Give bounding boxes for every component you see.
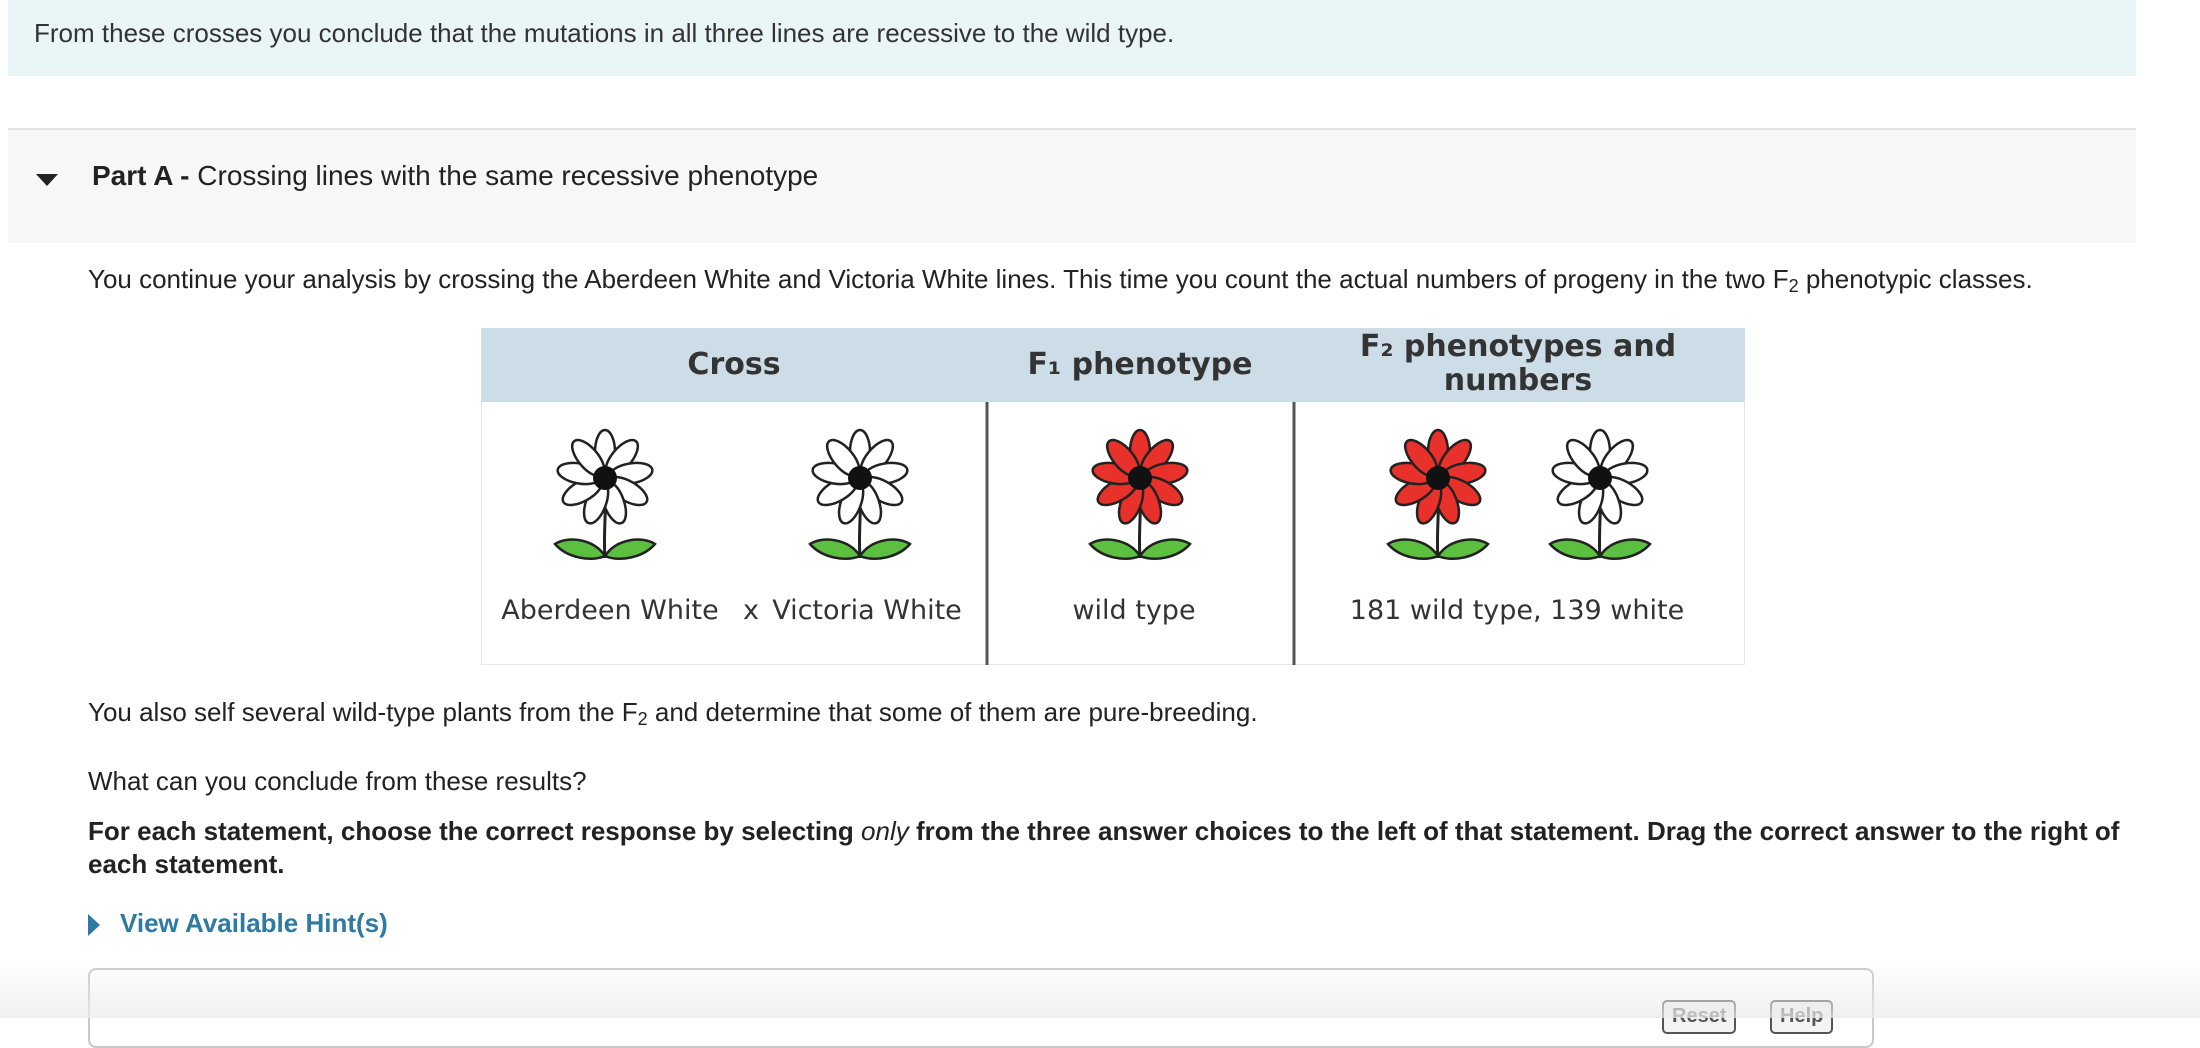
help-button[interactable]: Help bbox=[1770, 1000, 1834, 1034]
label-f1-wild-type: wild type bbox=[1072, 595, 1195, 626]
label-aberdeen-white: Aberdeen White bbox=[501, 595, 718, 626]
part-a-title: Part A - Crossing lines with the same re… bbox=[92, 160, 818, 192]
question-paragraph-3: What can you conclude from these results… bbox=[88, 766, 587, 796]
header-cross: Cross bbox=[687, 347, 780, 382]
instruction-text: For each statement, choose the correct r… bbox=[88, 815, 2138, 881]
part-a-header[interactable]: Part A - Crossing lines with the same re… bbox=[8, 128, 2136, 243]
instruction-part-2: from the three answer choices to the lef… bbox=[88, 816, 2120, 879]
reset-button[interactable]: Reset bbox=[1662, 1000, 1737, 1034]
para1-subscript: 2 bbox=[1788, 276, 1799, 296]
instruction-emphasis: only bbox=[861, 816, 909, 846]
white-flower-icon bbox=[553, 428, 657, 561]
caret-down-icon[interactable] bbox=[36, 174, 58, 186]
part-a-title-text: Crossing lines with the same recessive p… bbox=[197, 160, 819, 191]
red-flower-icon bbox=[1088, 428, 1192, 561]
para1-text: You continue your analysis by crossing t… bbox=[88, 264, 1789, 294]
label-cross-symbol: x bbox=[743, 595, 759, 626]
para1-text-end: phenotypic classes. bbox=[1798, 264, 2033, 294]
instruction-part-1: For each statement, choose the correct r… bbox=[88, 816, 862, 846]
answer-drag-area[interactable]: Reset Help bbox=[88, 968, 1874, 1048]
para2-text-end: and determine that some of them are pure… bbox=[647, 697, 1258, 727]
figure-header-bar bbox=[481, 328, 1745, 402]
header-f2-line2: numbers bbox=[1444, 363, 1592, 398]
white-flower-icon bbox=[808, 428, 912, 561]
question-paragraph-2: You also self several wild-type plants f… bbox=[88, 697, 1258, 730]
header-f2-line1: F₂ phenotypes and bbox=[1360, 329, 1676, 364]
para2-text: You also self several wild-type plants f… bbox=[88, 697, 638, 727]
question-paragraph-1: You continue your analysis by crossing t… bbox=[88, 264, 2033, 297]
white-flower-icon bbox=[1548, 428, 1652, 561]
red-flower-icon bbox=[1386, 428, 1490, 561]
label-f2-counts: 181 wild type, 139 white bbox=[1350, 595, 1684, 626]
view-hints-label[interactable]: View Available Hint(s) bbox=[120, 908, 388, 938]
cross-figure: Cross F₁ phenotype F₂ phenotypes and num… bbox=[481, 328, 1745, 665]
label-victoria-white: Victoria White bbox=[772, 595, 962, 626]
intro-text: From these crosses you conclude that the… bbox=[34, 18, 1175, 48]
para2-subscript: 2 bbox=[637, 709, 648, 729]
caret-right-icon[interactable] bbox=[88, 914, 100, 936]
header-f1-phenotype: F₁ phenotype bbox=[1028, 347, 1253, 382]
intro-banner: From these crosses you conclude that the… bbox=[8, 0, 2136, 76]
part-a-label: Part A - bbox=[92, 160, 190, 191]
